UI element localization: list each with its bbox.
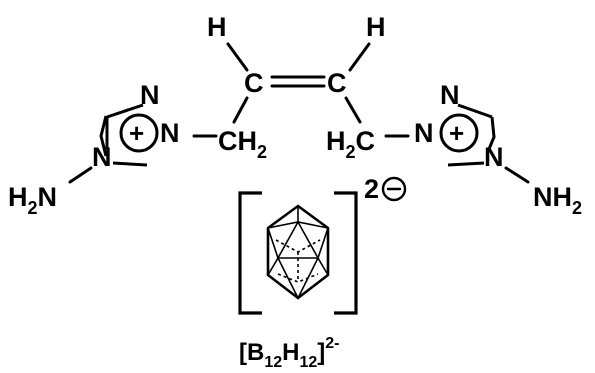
icosahedron-cage-icon <box>266 204 330 300</box>
bracket-left <box>238 191 262 315</box>
triazolium-ring-right: + N N N <box>414 80 504 172</box>
c-atom-left: C <box>244 68 264 98</box>
bond-h-c-left <box>226 42 249 72</box>
ring-left-bond-3 <box>112 161 148 167</box>
n-atom-left-side: N <box>160 118 180 148</box>
h-atom-right: H <box>366 12 386 42</box>
ring-left-circle <box>119 113 159 153</box>
bracket-right <box>334 191 358 315</box>
minus-circle-icon <box>381 176 407 202</box>
bond-c-ch2-right <box>344 96 362 124</box>
cage-edge-4 <box>267 221 329 229</box>
anion-formula: [B12H12]2- <box>239 335 340 371</box>
cage-edge-5 <box>277 257 319 300</box>
c-atom-right: C <box>327 68 347 98</box>
ring-right-circle <box>439 113 479 153</box>
ch2-left: CH2 <box>218 126 267 162</box>
bond-n-nh2-left <box>68 166 93 184</box>
ch2-right: H2C <box>326 126 375 162</box>
n-atom-right-top: N <box>440 80 460 110</box>
charge-plus-left: + <box>129 118 144 148</box>
n-atom-left-top: N <box>140 80 160 110</box>
n-atom-right-side: N <box>414 118 434 148</box>
h-atom-left: H <box>207 12 227 42</box>
ring-left-bracket <box>99 115 108 157</box>
ring-left-bond-1 <box>106 103 144 119</box>
bond-h-c-right <box>348 42 371 72</box>
cage-edge-3 <box>317 227 329 276</box>
bond-c-ch2-left <box>232 96 249 124</box>
cage-edge-2 <box>267 227 279 276</box>
triazolium-ring-left: + N N N <box>92 80 180 172</box>
charge-plus-right: + <box>449 118 464 148</box>
ring-right-bracket <box>485 116 496 155</box>
cage-hidden-edge-3 <box>277 273 319 283</box>
n-atom-right-bottom: N <box>484 142 504 172</box>
nh2-right: NH2 <box>533 182 582 218</box>
n-atom-left-bottom: N <box>92 142 112 172</box>
ring-right-bond-3 <box>447 161 485 167</box>
bond-n-nh2-right <box>504 166 530 184</box>
nh2-left: H2N <box>8 182 57 218</box>
ring-right-bond-1 <box>457 103 493 119</box>
anion-charge-number: 2 <box>364 174 379 204</box>
